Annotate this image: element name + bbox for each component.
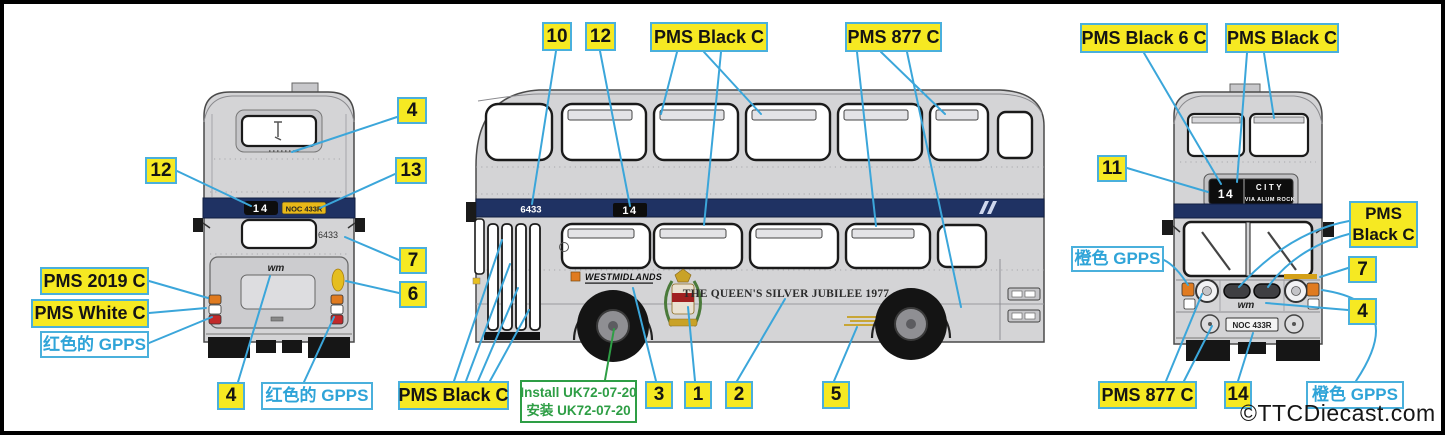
rear-route-box [244, 201, 278, 215]
front-left-indicator [1181, 282, 1195, 297]
install-leader-line [604, 328, 615, 381]
callout-rear-12: 12 [145, 157, 177, 184]
callout-side-pms-877-c: PMS 877 C [845, 22, 942, 52]
rear-left-lamp-cluster [208, 294, 222, 325]
callout-pms-white-c: PMS White C [31, 299, 149, 328]
callout-front-4: 4 [1348, 298, 1377, 325]
front-destination-city: CITY [1256, 183, 1284, 192]
callout-orange-gpps-left: 橙色 GPPS [1071, 246, 1164, 272]
front-lower-windscreen [1182, 220, 1314, 278]
callout-front-pms-black-6-c: PMS Black 6 C [1080, 23, 1208, 53]
front-livery-band [1173, 203, 1323, 219]
callout-side-12: 12 [585, 22, 616, 51]
front-pms-black-c-right-line1: PMS [1365, 204, 1402, 224]
callout-front-pms-black-c-right: PMS Black C [1349, 201, 1418, 248]
front-plate-text: NOC 433R [1232, 321, 1271, 330]
rear-lower-window [240, 218, 318, 250]
callout-rear-13: 13 [395, 157, 427, 184]
leader-lines [148, 50, 1377, 383]
rear-left-wheels [208, 337, 250, 358]
rear-livery-band [202, 197, 356, 219]
front-left-marker-light [1183, 298, 1196, 310]
rear-right-lamp-cluster [330, 294, 344, 325]
rear-right-wheels [308, 337, 350, 358]
callout-side-5: 5 [822, 381, 850, 409]
side-upper-windows [560, 102, 1034, 162]
callout-side-3: 3 [645, 381, 673, 409]
side-cto-disc [559, 242, 569, 252]
rear-left-mirror [193, 218, 203, 232]
front-right-indicator [1306, 282, 1320, 297]
front-grille-vent-left [1223, 283, 1251, 299]
front-grille-vent-right [1253, 283, 1281, 299]
side-route-box [613, 203, 647, 217]
callout-front-7: 7 [1348, 256, 1377, 283]
rear-route-number: 14 [253, 203, 269, 215]
rear-view: 14 NOC 433R 6433 wm [193, 82, 365, 358]
side-front-wheel [572, 290, 654, 362]
callout-rear-4-top: 4 [397, 97, 427, 124]
front-pms-black-c-right-line2: Black C [1352, 224, 1415, 244]
callout-front-14: 14 [1224, 381, 1252, 409]
callout-orange-gpps-right: 橙色 GPPS [1306, 381, 1404, 409]
side-nbc-logo [979, 201, 997, 214]
callout-rear-4-bottom: 4 [217, 382, 245, 410]
side-legal-lettering [844, 316, 879, 326]
watermark: ©TTCDiecast.com [1240, 400, 1436, 426]
side-fleetname: WESTMIDLANDS [585, 272, 662, 282]
rear-roof-vent [291, 82, 319, 93]
callout-front-pms-877-c: PMS 877 C [1098, 381, 1197, 409]
rear-wm-logo: wm [268, 263, 285, 274]
callout-side-1: 1 [684, 381, 712, 409]
rear-fleet-number: 6433 [318, 230, 338, 240]
install-date-line1: Install UK72-07-20 [520, 384, 637, 400]
rear-number-plate [281, 201, 327, 215]
side-rear-wheel [870, 288, 952, 360]
front-destination-via: VIA ALUM ROCK [1245, 197, 1295, 203]
front-left-mirror [1162, 220, 1173, 235]
front-number-plate [1225, 317, 1279, 332]
callout-install-date: Install UK72-07-20 安装 UK72-07-20 [520, 380, 637, 423]
callout-front-pms-black-c-top: PMS Black C [1225, 23, 1339, 53]
callout-pms-2019-c: PMS 2019 C [40, 267, 149, 295]
rear-right-mirror [355, 218, 365, 232]
bus-diagram-art: 14 NOC 433R 6433 wm [148, 50, 1377, 383]
side-livery-band [475, 198, 1045, 218]
side-jubilee-text: THE QUEEN'S SILVER JUBILEE 1977 [683, 288, 890, 300]
callout-red-gpps-side: 红色的 GPPS [40, 331, 149, 358]
callout-rear-7: 7 [399, 247, 427, 274]
front-upper-windscreen [1186, 112, 1310, 158]
front-view: 14 CITY VIA ALUM ROCK wm [1162, 83, 1334, 361]
front-wm-logo: wm [1238, 300, 1255, 311]
callout-side-pms-black-c-top: PMS Black C [650, 22, 768, 52]
rear-yellow-sticker [331, 268, 345, 292]
side-view: 6433 14 WESTMIDLANDS [466, 89, 1045, 362]
side-fleet-number: 6433 [520, 205, 541, 216]
callout-side-pms-black-c-bottom: PMS Black C [398, 381, 509, 410]
front-yellow-lettering [1284, 274, 1317, 279]
side-entrance-door [484, 223, 541, 340]
callout-side-2: 2 [725, 381, 753, 409]
side-upper-front-window [484, 102, 554, 162]
side-lower-windows [560, 222, 988, 270]
callout-front-11: 11 [1097, 155, 1127, 182]
front-route-number: 14 [1218, 187, 1234, 201]
side-windscreen-edge [474, 218, 485, 275]
rear-plate-text: NOC 433R [286, 205, 323, 214]
side-mirror [466, 202, 476, 222]
front-right-mirror [1323, 222, 1334, 237]
side-fleetname-square [570, 271, 581, 282]
install-date-line2: 安装 UK72-07-20 [526, 402, 631, 418]
side-route-number: 14 [622, 205, 637, 217]
rear-upper-window [240, 114, 318, 148]
callout-rear-6: 6 [399, 281, 427, 308]
front-destination-display: 14 CITY VIA ALUM ROCK [1203, 173, 1299, 209]
callout-side-10: 10 [542, 22, 572, 51]
side-engine-vents [1007, 287, 1041, 323]
callout-red-gpps-bottom: 红色的 GPPS [261, 382, 373, 410]
front-right-wheels [1276, 340, 1320, 361]
front-left-wheels [1186, 340, 1230, 361]
